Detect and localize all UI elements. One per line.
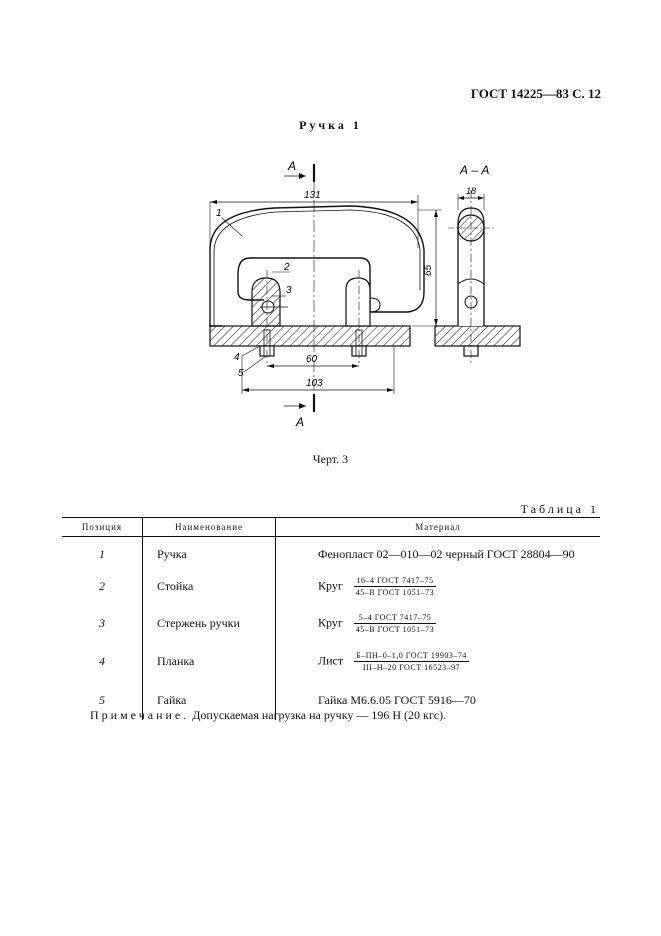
table-row: 3 Стержень ручки Круг 5–4 ГОСТ 7417–75 4… bbox=[62, 604, 600, 642]
callout-5: 5 bbox=[238, 368, 244, 379]
right-post bbox=[345, 277, 371, 327]
header-material: Материал bbox=[275, 517, 600, 537]
material-denominator: III–Н–20 ГОСТ 16523–97 bbox=[362, 662, 461, 672]
note-lead: Примечание. bbox=[90, 708, 190, 722]
section-label: А – А bbox=[459, 163, 489, 177]
cell-position: 2 bbox=[99, 578, 105, 593]
section-plate bbox=[434, 325, 521, 347]
cell-position: 3 bbox=[99, 615, 105, 630]
cell-position: 4 bbox=[99, 653, 105, 668]
page-header: ГОСТ 14225—83 С. 12 bbox=[470, 86, 601, 101]
dim-overall-length: 131 bbox=[304, 190, 321, 201]
note: Примечание. Допускаемая нагрузка на ручк… bbox=[90, 708, 446, 723]
table-row: 2 Стойка Круг 16–4 ГОСТ 7417–75 45–В ГОС… bbox=[62, 568, 600, 604]
drawing-caption: Черт. 3 bbox=[312, 452, 349, 466]
material-prefix: Круг bbox=[318, 577, 343, 592]
table-label: Таблица 1 bbox=[520, 502, 599, 516]
header-position: Позиция bbox=[62, 517, 143, 537]
cell-material: Лист Б–ПН–0–1,0 ГОСТ 19903–74 III–Н–20 Г… bbox=[275, 642, 600, 680]
material-numerator: Б–ПН–0–1,0 ГОСТ 19903–74 bbox=[354, 650, 469, 662]
cell-material: Круг 5–4 ГОСТ 7417–75 45–В ГОСТ 1051–73 bbox=[275, 604, 600, 642]
dim-base-length: 103 bbox=[306, 378, 323, 389]
dim-width: 18 bbox=[466, 186, 476, 196]
drawing-title: Ручка 1 bbox=[299, 118, 362, 132]
cell-name: Гайка bbox=[142, 680, 276, 720]
material-fraction: 5–4 ГОСТ 7417–75 45–В ГОСТ 1051–73 bbox=[353, 613, 437, 634]
table-row: 1 Ручка Фенопласт 02—010—02 черный ГОСТ … bbox=[62, 536, 600, 568]
material-numerator: 5–4 ГОСТ 7417–75 bbox=[353, 613, 437, 624]
cell-position: 1 bbox=[99, 546, 105, 561]
material-denominator: 45–В ГОСТ 1051–73 bbox=[355, 587, 435, 597]
header-name: Наименование bbox=[142, 517, 276, 537]
material-prefix: Круг bbox=[318, 614, 343, 629]
cell-position: 5 bbox=[99, 692, 105, 707]
cell-name: Стержень ручки bbox=[142, 604, 276, 642]
callout-4: 4 bbox=[234, 352, 240, 363]
technical-drawing: А А 131 65 60 103 1 2 3 4 5 А – А 18 bbox=[209, 159, 521, 429]
cell-name: Ручка bbox=[142, 536, 276, 568]
base-plate bbox=[209, 325, 411, 347]
material-prefix: Лист bbox=[318, 652, 344, 667]
material-denominator: 45–В ГОСТ 1051–73 bbox=[355, 624, 435, 634]
material-fraction: 16–4 ГОСТ 7417–75 45–В ГОСТ 1051–73 bbox=[353, 576, 437, 597]
spec-table: Позиция Наименование Материал 1 Ручка Фе… bbox=[62, 517, 600, 720]
material-fraction: Б–ПН–0–1,0 ГОСТ 19903–74 III–Н–20 ГОСТ 1… bbox=[354, 651, 469, 672]
table-header-row: Позиция Наименование Материал bbox=[62, 517, 600, 537]
dim-hole-spacing: 60 bbox=[306, 354, 318, 365]
callout-3: 3 bbox=[286, 285, 292, 296]
cut-label-bottom: А bbox=[295, 415, 304, 429]
callout-2: 2 bbox=[283, 262, 290, 273]
handle-outline bbox=[209, 205, 425, 327]
note-text: Допускаемая нагрузка на ручку — 196 Н (2… bbox=[189, 708, 447, 722]
cell-material: Гайка М6.6.05 ГОСТ 5916—70 bbox=[275, 680, 600, 720]
table-row: 4 Планка Лист Б–ПН–0–1,0 ГОСТ 19903–74 I… bbox=[62, 642, 600, 680]
cell-name: Стойка bbox=[142, 568, 276, 604]
table-row: 5 Гайка Гайка М6.6.05 ГОСТ 5916—70 bbox=[62, 680, 600, 720]
callout-1: 1 bbox=[216, 208, 222, 219]
cut-label-top: А bbox=[287, 159, 296, 173]
dim-height: 65 bbox=[423, 264, 434, 276]
cell-material: Круг 16–4 ГОСТ 7417–75 45–В ГОСТ 1051–73 bbox=[275, 568, 600, 604]
cell-name: Планка bbox=[142, 642, 276, 680]
cell-material: Фенопласт 02—010—02 черный ГОСТ 28804—90 bbox=[275, 536, 600, 568]
material-numerator: 16–4 ГОСТ 7417–75 bbox=[353, 576, 437, 587]
